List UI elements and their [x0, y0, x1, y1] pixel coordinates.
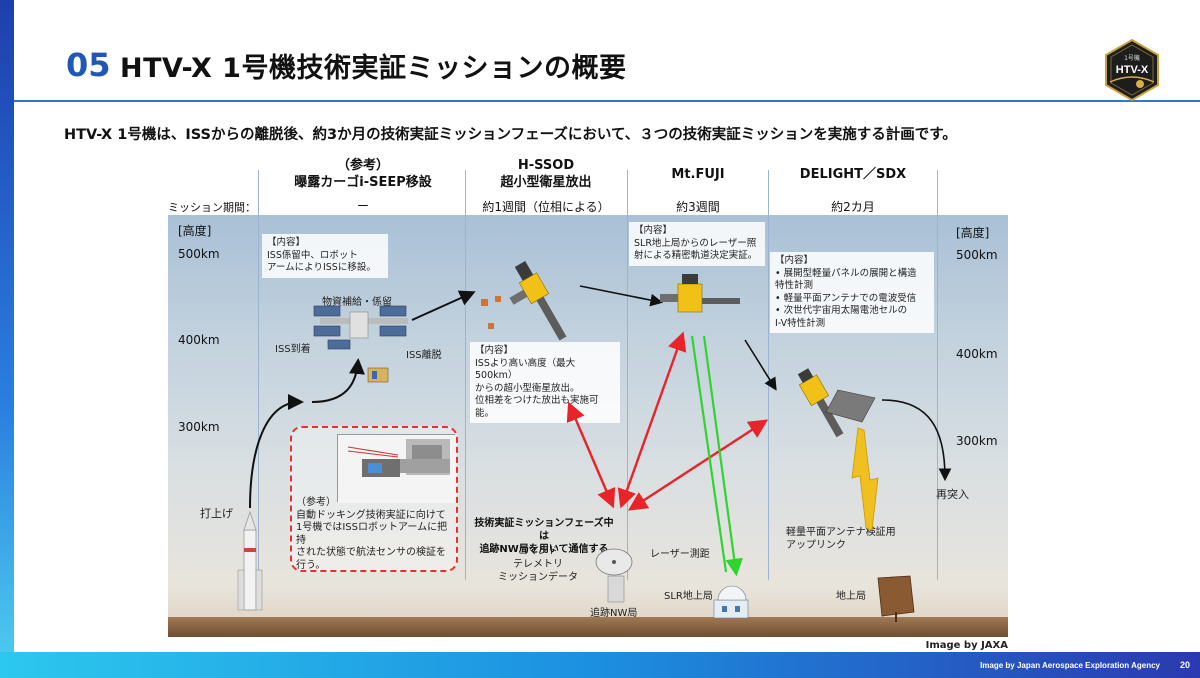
logo-text: HTV-X	[1116, 64, 1149, 76]
note-delight-item-3: 次世代宇宙用太陽電池セルの I-V特性計測	[775, 305, 908, 329]
label-launch: 打上げ	[200, 507, 233, 520]
mission-period-label: ミッション期間：	[168, 201, 256, 214]
intro-text: HTV-X 1号機は、ISSからの離脱後、約3か月の技術実証ミッションフェーズに…	[64, 127, 957, 143]
label-reentry: 再突入	[936, 488, 969, 501]
column-separator	[937, 170, 938, 580]
column-header-hssod-line1: H-SSOD	[517, 158, 575, 173]
footer-credit: Image by Japan Aerospace Exploration Age…	[980, 661, 1160, 670]
note-hssod: 【内容】 ISSより高い高度（最大500km） からの超小型衛星放出。 位相差を…	[470, 342, 620, 423]
column-header-hssod: H-SSOD 超小型衛星放出	[466, 157, 626, 191]
altitude-right-400: 400km	[956, 347, 998, 361]
page-title: HTV-X 1号機技術実証ミッションの概要	[120, 53, 627, 84]
note-delight: 【内容】 • 展開型軽量パネルの展開と構造 特性計測 • 軽量平面アンテナでの電…	[770, 252, 934, 333]
page-number: 20	[1179, 660, 1190, 670]
docking-note: （参考） 自動ドッキング技術実証に向けて 1号機ではISSロボットアームに把持 …	[296, 497, 448, 571]
label-nw-station: 追跡NW局	[590, 608, 638, 619]
column-header-iseep: （参考） 曝露カーゴi-SEEP移設	[268, 157, 458, 191]
column-separator	[627, 170, 628, 580]
note-delight-item: • 軽量平面アンテナでの電波受信	[775, 292, 917, 304]
docking-inset-image	[337, 434, 456, 503]
period-delight: 約2カ月	[831, 200, 875, 214]
label-cargo: 物資補給・係留	[322, 297, 392, 308]
period-iseep: ー	[356, 199, 369, 213]
column-header-delight: DELIGHT／SDX	[799, 167, 907, 182]
column-header-iseep-line1: （参考）	[336, 158, 389, 173]
altitude-left-400: 400km	[178, 333, 220, 347]
ground-strip	[168, 617, 1008, 637]
note-delight-item-1: 展開型軽量パネルの展開と構造 特性計測	[775, 267, 917, 292]
altitude-left-500: 500km	[178, 247, 220, 261]
label-iss-arrival: ISS到着	[275, 344, 311, 355]
altitude-right-500: 500km	[956, 248, 998, 262]
note-delight-item-2: 軽量平面アンテナでの電波受信	[783, 292, 917, 304]
column-header-hssod-line2: 超小型衛星放出	[500, 175, 592, 190]
column-separator	[465, 170, 466, 580]
bottom-bar	[0, 652, 1200, 678]
altitude-left-300: 300km	[178, 420, 220, 434]
column-separator	[768, 170, 769, 580]
column-header-iseep-line2: 曝露カーゴi-SEEP移設	[294, 175, 432, 190]
column-header-mtfuji: Mt.FUJI	[671, 167, 725, 182]
section-number: 05	[66, 46, 111, 84]
label-nw-comm: 技術実証ミッションフェーズ中は 追跡NW局を用いて通信する	[474, 518, 614, 555]
label-laser-ranging: レーザー測距	[650, 549, 710, 560]
htvx-logo: 1号機 HTV-X	[1100, 38, 1164, 102]
note-delight-item: • 展開型軽量パネルの展開と構造 特性計測	[775, 267, 917, 292]
note-iss: 【内容】 ISS係留中、ロボット アームによりISSに移設。	[262, 234, 388, 278]
label-ground-station: 地上局	[836, 591, 866, 602]
altitude-header-left: [高度]	[178, 224, 212, 238]
image-credit: Image by JAXA	[925, 640, 1008, 651]
altitude-header-right: [高度]	[956, 226, 990, 240]
period-mtfuji: 約3週間	[676, 200, 720, 214]
label-antenna-uplink: 軽量平面アンテナ検証用 アップリンク	[786, 527, 896, 551]
note-mtfuji: 【内容】 SLR地上局からのレーザー照 射による精密軌道決定実証。	[629, 222, 765, 266]
label-command-telemetry: コマンド テレメトリ ミッションデータ	[498, 546, 578, 583]
period-hssod: 約1週間（位相による）	[482, 200, 610, 214]
column-separator	[258, 170, 259, 580]
left-edge-bar	[0, 0, 14, 678]
note-delight-item: • 次世代宇宙用太陽電池セルの I-V特性計測	[775, 305, 908, 329]
note-delight-title: 【内容】	[775, 255, 814, 266]
label-iss-departure: ISS離脱	[406, 350, 442, 361]
logo-small-text: 1号機	[1124, 54, 1140, 62]
label-slr-station: SLR地上局	[664, 591, 713, 602]
title-divider	[14, 100, 1200, 102]
altitude-right-300: 300km	[956, 434, 998, 448]
